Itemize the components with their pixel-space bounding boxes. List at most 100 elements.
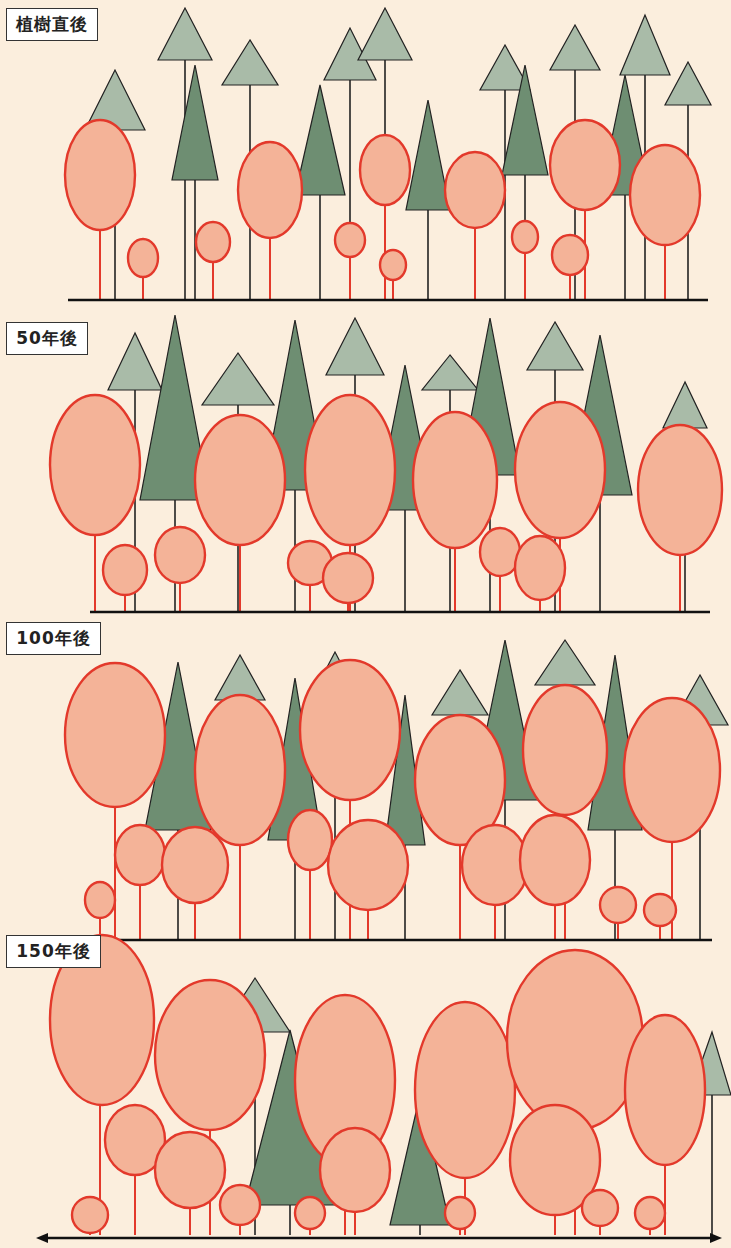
conifer-stick (349, 80, 351, 300)
conifer (502, 65, 548, 175)
conifer (295, 85, 345, 195)
broadleaf-tree (582, 1190, 618, 1226)
broadleaf-tree (552, 235, 588, 275)
broadleaf-tree (550, 120, 620, 210)
conifer-stick (85, 8, 711, 300)
conifer (599, 495, 601, 612)
conifer-stick (222, 40, 278, 85)
conifer-stick (665, 62, 711, 105)
period-label: 150年後 (16, 940, 91, 963)
period-label-box: 150年後 (6, 935, 101, 968)
conifer (624, 195, 626, 300)
conifer (145, 640, 642, 940)
broadleaf-tree (638, 425, 722, 555)
period-label: 100年後 (16, 627, 91, 650)
conifer-stick (158, 8, 212, 60)
panel-planting (65, 8, 711, 300)
broadleaf-tree (128, 239, 158, 277)
broadleaf-tree (155, 527, 205, 583)
broadleaf-tree (85, 882, 115, 918)
conifer-stick (535, 640, 595, 685)
broadleaf-tree (328, 820, 408, 910)
arrow-head (710, 1233, 722, 1243)
conifer-stick (358, 8, 412, 60)
ground-line (68, 299, 708, 302)
arrow-head (36, 1233, 48, 1243)
broadleaf-tree (335, 223, 365, 257)
broadleaf-tree (445, 152, 505, 228)
period-label-box: 50年後 (6, 322, 88, 355)
broadleaf-tree (445, 1197, 475, 1229)
broadleaf-tree (155, 980, 265, 1130)
broadleaf-tree (288, 810, 332, 870)
broadleaf-tree (65, 120, 135, 230)
conifer-stick (108, 318, 707, 612)
conifer (404, 510, 406, 612)
period-label-box: 100年後 (6, 622, 101, 655)
conifer-stick (202, 353, 274, 405)
broadleaf-tree (155, 1132, 225, 1208)
broadleaf-tree (196, 222, 230, 262)
conifer-stick (108, 333, 162, 390)
broadleaf-tree (65, 120, 700, 300)
broadleaf-tree (515, 536, 565, 600)
broadleaf-tree (115, 825, 165, 885)
broadleaf-tree (195, 695, 285, 845)
conifer (419, 1225, 421, 1235)
conifer (172, 65, 650, 300)
ground-line (42, 1237, 716, 1240)
panel-100-years (65, 640, 728, 940)
broadleaf-tree (515, 402, 605, 538)
broadleaf-tree (300, 660, 400, 800)
conifer-stick (220, 978, 731, 1235)
broadleaf-tree (220, 1185, 260, 1225)
period-label: 50年後 (16, 327, 78, 350)
conifer (172, 65, 218, 180)
broadleaf-tree (50, 935, 705, 1235)
conifer (289, 1205, 291, 1235)
broadleaf-tree (630, 145, 700, 245)
broadleaf-tree (462, 825, 528, 905)
broadleaf-tree (72, 1197, 108, 1233)
period-label-box: 植樹直後 (6, 8, 98, 41)
conifer-stick (620, 15, 670, 75)
broadleaf-tree (380, 250, 406, 280)
broadleaf-tree (305, 395, 395, 545)
ground-line (70, 939, 712, 942)
broadleaf-tree (162, 827, 228, 903)
broadleaf-tree (320, 1128, 390, 1212)
conifer (406, 100, 450, 210)
broadleaf-tree (65, 663, 165, 807)
broadleaf-tree (520, 815, 590, 905)
broadleaf-tree (103, 545, 147, 595)
broadleaf-tree (635, 1197, 665, 1229)
broadleaf-tree (600, 887, 636, 923)
broadleaf-tree (195, 415, 285, 545)
broadleaf-tree (523, 685, 607, 815)
broadleaf-tree (295, 1197, 325, 1229)
conifer-stick (432, 670, 488, 715)
conifer-stick (711, 1095, 713, 1235)
conifer-stick (326, 318, 384, 375)
conifer (140, 315, 632, 612)
broadleaf-tree (624, 698, 720, 842)
conifer-stick (550, 25, 600, 70)
broadleaf-tree (50, 395, 140, 535)
broadleaf-tree (65, 660, 720, 940)
broadleaf-tree (413, 412, 497, 548)
conifer (427, 210, 429, 300)
broadleaf-tree (415, 1002, 515, 1178)
period-label: 植樹直後 (16, 13, 88, 36)
broadleaf-tree (507, 950, 643, 1130)
conifer (319, 195, 321, 300)
conifer-stick (422, 355, 478, 390)
panel-50-years (50, 315, 722, 612)
panel-150-years (36, 935, 731, 1243)
broadleaf-tree (644, 894, 676, 926)
conifer-stick (663, 382, 707, 428)
conifer-stick (527, 322, 583, 370)
conifer-stick (215, 640, 728, 940)
broadleaf-tree (625, 1015, 705, 1165)
broadleaf-tree (50, 395, 722, 612)
